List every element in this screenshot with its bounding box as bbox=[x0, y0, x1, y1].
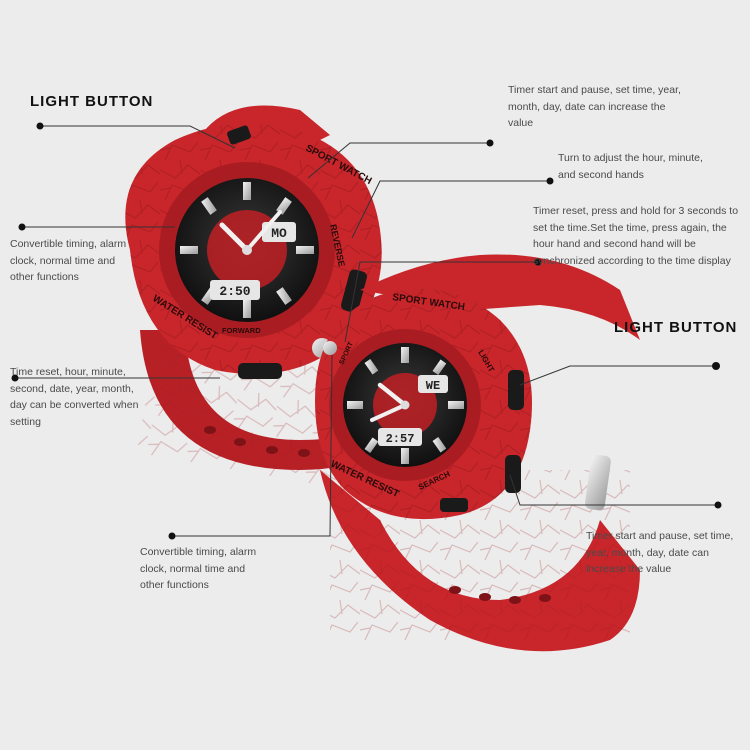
right-watch-hour-hand bbox=[377, 382, 408, 408]
left-watch-forward: FORWARD bbox=[222, 326, 261, 335]
left-watch-lcd-top-text: MO bbox=[271, 226, 287, 241]
left-watch: MO 2:50 SPORT WATCH REVERSE WATER RESIST… bbox=[125, 105, 454, 503]
right-watch-reset-button bbox=[440, 498, 468, 512]
leader-top-right bbox=[307, 142, 490, 179]
right-watch-hour-markers bbox=[347, 347, 464, 464]
callout-reset-right: Timer reset, press and hold for 3 second… bbox=[533, 205, 739, 267]
left-watch-hour-hand bbox=[219, 222, 250, 253]
right-watch-crown bbox=[323, 341, 337, 355]
callout-crown-right: Turn to adjust the hour, minute, and sec… bbox=[558, 152, 703, 181]
right-watch-strap-upper bbox=[360, 254, 640, 340]
leader-light-right bbox=[519, 365, 716, 386]
left-watch-lcd-top bbox=[262, 222, 296, 242]
callout-bottom-right: Timer start and pause, set time, year, m… bbox=[586, 530, 734, 575]
callout-top-right: Timer start and pause, set time, year, m… bbox=[508, 84, 681, 129]
callout-left-top: Convertible timing, alarm clock, normal … bbox=[10, 238, 127, 283]
leader-bottom-center bbox=[172, 354, 333, 537]
right-watch-start-button bbox=[505, 455, 521, 493]
callout-left-middle: Time reset, hour, minute, second, date, … bbox=[10, 366, 139, 428]
right-watch-lcd-top bbox=[418, 375, 448, 393]
right-watch: WE 2:57 SPORT WATCH LIGHT SPORT WATER RE… bbox=[315, 254, 640, 652]
leader-dots bbox=[11, 122, 722, 540]
left-watch-lcd-bottom-text: 2:50 bbox=[219, 284, 250, 299]
left-watch-forward-button bbox=[238, 363, 282, 379]
right-watch-lcd-top-text: WE bbox=[426, 379, 440, 393]
left-watch-reverse-button bbox=[340, 269, 368, 313]
right-watch-lcd-bottom-text: 2:57 bbox=[386, 432, 415, 446]
heading-light-button-left: LIGHT BUTTON bbox=[30, 93, 154, 110]
right-watch-minute-hand bbox=[370, 403, 407, 422]
left-watch-minute-hand bbox=[245, 210, 282, 252]
right-watch-light-button bbox=[508, 370, 524, 410]
leader-lines bbox=[15, 125, 718, 537]
heading-light-button-right: LIGHT BUTTON bbox=[614, 319, 738, 336]
left-watch-lcd-bottom bbox=[210, 280, 260, 300]
leader-bottom-right bbox=[509, 474, 718, 506]
leader-light-left bbox=[40, 125, 236, 149]
right-strap-holes bbox=[449, 586, 551, 604]
right-watch-lcd-bottom bbox=[378, 428, 422, 446]
left-watch-light-button bbox=[227, 125, 251, 145]
leader-reset-right bbox=[344, 261, 538, 343]
callout-bottom-center: Convertible timing, alarm clock, normal … bbox=[140, 546, 257, 591]
leader-crown-right bbox=[351, 180, 550, 239]
right-watch-buckle bbox=[584, 454, 611, 511]
